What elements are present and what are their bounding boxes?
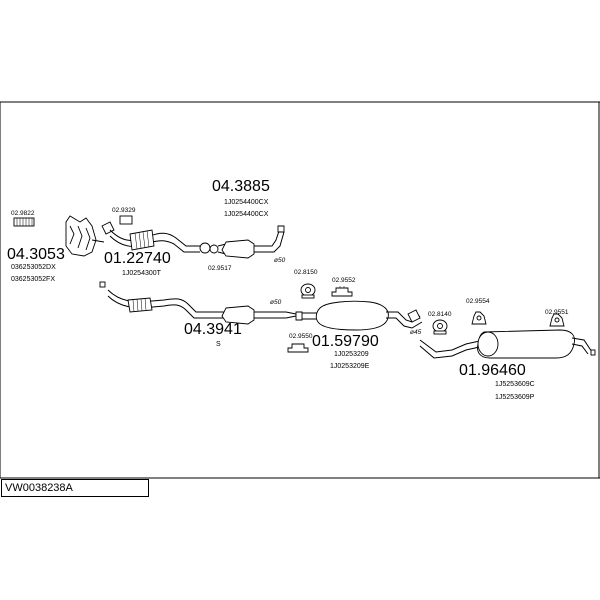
mount-part-c[interactable] — [287, 343, 309, 353]
manifold-ref-2: 036253052FX — [11, 276, 55, 283]
gasket-a-number: 02.9517 — [208, 265, 232, 272]
clamp-part-a[interactable] — [13, 217, 35, 227]
catalyst-a-ref-1: 1J0254400CX — [224, 199, 269, 206]
diagram-code: VW0038238A — [5, 482, 73, 494]
mount-part-a[interactable] — [300, 283, 316, 299]
rear-silencer-ref-2: 1J5253609P — [495, 394, 535, 401]
middle-silencer-ref-2: 1J0253209E — [330, 363, 370, 370]
catalyst-b-ref: S — [216, 341, 221, 348]
mount-e-number: 02.9554 — [466, 298, 490, 305]
mount-a-number: 02.8150 — [294, 269, 318, 276]
mount-part-e[interactable] — [471, 311, 487, 325]
catalyst-a-ref-2: 1J0254400CX — [224, 211, 269, 218]
front-pipe-part-a[interactable] — [101, 221, 200, 253]
front-pipe-part-b[interactable] — [99, 281, 226, 319]
mount-d-number: 02.8140 — [428, 311, 452, 318]
catalyst-a-number: 04.3885 — [212, 178, 270, 195]
manifold-part[interactable] — [65, 215, 105, 257]
mount-part-f[interactable] — [549, 313, 565, 327]
manifold-number: 04.3053 — [7, 246, 65, 263]
diagram-code-box: VW0038238A — [1, 479, 149, 497]
front-pipe-a-number: 01.22740 — [104, 250, 171, 267]
middle-silencer-number: 01.59790 — [312, 333, 379, 350]
mount-part-b[interactable] — [331, 286, 353, 297]
diagram-frame — [0, 101, 600, 479]
middle-silencer-ref-1: 1J0253209 — [334, 351, 369, 358]
gasket-part-a[interactable] — [199, 242, 219, 254]
clamp-a-number: 02.9822 — [11, 210, 35, 217]
rear-silencer-part[interactable] — [419, 329, 596, 359]
catalyst-part-b[interactable] — [221, 305, 297, 325]
catalyst-b-number: 04.3941 — [184, 321, 242, 338]
diameter-label-1: ø50 — [274, 257, 286, 264]
mount-f-number: 02.9551 — [545, 309, 569, 316]
catalyst-part-a[interactable] — [217, 225, 285, 259]
rear-silencer-ref-1: 1J5253609C — [495, 381, 535, 388]
mount-c-number: 02.9550 — [289, 333, 313, 340]
manifold-ref-1: 036253052DX — [11, 264, 56, 271]
rear-silencer-number: 01.96460 — [459, 362, 526, 379]
clamp-part-b[interactable] — [119, 215, 133, 225]
clamp-b-number: 02.9329 — [112, 207, 136, 214]
middle-silencer-part[interactable] — [295, 300, 423, 331]
front-pipe-a-ref: 1J0254300T — [122, 270, 162, 277]
diameter-label-2: ø50 — [270, 299, 282, 306]
mount-part-d[interactable] — [432, 319, 448, 335]
diameter-label-3: ø45 — [410, 329, 422, 336]
mount-b-number: 02.9552 — [332, 277, 356, 284]
